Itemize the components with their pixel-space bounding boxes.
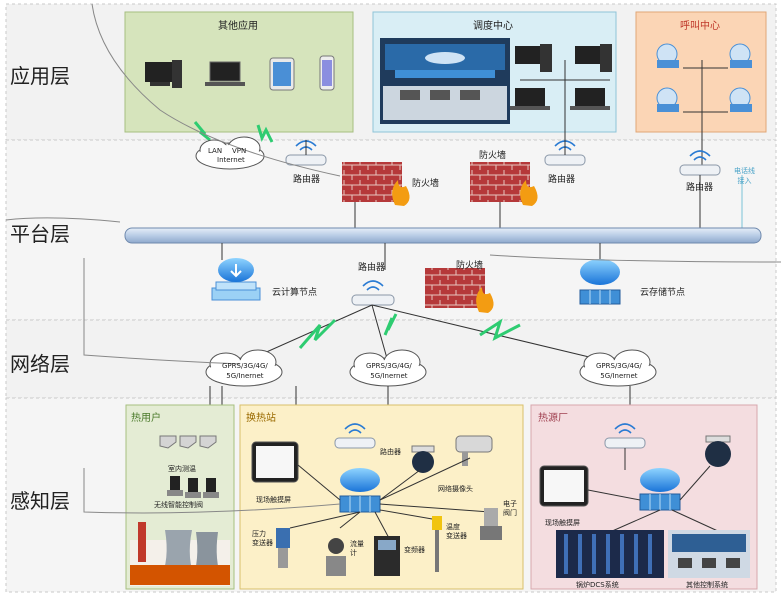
other-control-label: 其他控制系统 — [686, 581, 728, 589]
camera-label: 网络摄像头 — [438, 485, 473, 493]
network-layer-title: 网络层 — [10, 352, 70, 376]
phone-icon — [319, 55, 335, 91]
firewall-label: 防火墙 — [479, 151, 507, 161]
indoor-temp-label: 室内测温 — [168, 465, 196, 473]
control-system-image — [668, 530, 750, 578]
firewall-label: 防火墙 — [456, 261, 484, 271]
other-apps-title: 其他应用 — [218, 21, 258, 32]
network-cloud-icon — [579, 349, 657, 387]
electric-valve-icon — [480, 508, 502, 540]
sensing-layer-title: 感知层 — [10, 489, 70, 513]
dome-camera-icon — [705, 435, 731, 467]
router-label: 路由器 — [380, 448, 401, 456]
wireless-link-icon — [479, 318, 521, 341]
firewall-icon — [470, 162, 538, 206]
app-layer-title: 应用层 — [10, 64, 70, 88]
wireless-link-icon — [383, 313, 398, 336]
cloud-hub-icon — [639, 468, 681, 511]
touchscreen-label: 现场触摸屏 — [256, 496, 291, 504]
valve-icon — [167, 476, 219, 498]
lan-label: LAN — [208, 147, 223, 155]
network-cloud-icon — [349, 349, 427, 387]
touchscreen-icon — [251, 441, 299, 483]
valve-label: 无线智能控制阀 — [154, 501, 203, 509]
call-center-title: 呼叫中心 — [680, 21, 720, 32]
tablet-icon — [269, 57, 295, 91]
cloud-compute-icon — [211, 258, 261, 301]
cloud-storage-label: 云存储节点 — [640, 288, 686, 298]
pressure-transmitter-icon — [276, 528, 290, 568]
dispatch-desktop-icon — [510, 44, 612, 140]
lan-cloud-icon — [195, 136, 265, 170]
heat-source-title: 热源厂 — [538, 413, 568, 424]
phone-line-label: 电话线 接入 — [734, 167, 755, 185]
touchscreen-icon — [539, 465, 589, 507]
server-room-image — [556, 530, 664, 578]
dome-camera-icon — [411, 445, 435, 473]
cloud-hub-icon — [339, 468, 381, 513]
network-camera-icon — [455, 435, 493, 466]
laptop-icon — [205, 61, 245, 86]
router-label: 路由器 — [686, 183, 714, 193]
router-icon — [334, 423, 376, 449]
cloud-compute-label: 云计算节点 — [272, 288, 318, 298]
temp-transmitter-label: 温度 变送器 — [446, 523, 467, 540]
router-icon — [351, 280, 395, 306]
network-cloud-label: GPRS/3G/4G/ 5G/Inernet — [222, 362, 268, 380]
inverter-icon — [374, 536, 400, 576]
desktop-icon — [145, 60, 182, 88]
boiler-label: 锅炉DCS系统 — [576, 581, 619, 589]
inverter-label: 变频器 — [404, 546, 425, 554]
wireless-link-icon — [256, 124, 274, 143]
exchange-title: 换热站 — [246, 413, 276, 424]
router-label: 路由器 — [358, 263, 386, 273]
platform-layer-title: 平台层 — [10, 222, 70, 246]
vpn-label: VPN — [232, 147, 247, 155]
factory-image — [130, 522, 230, 586]
platform-bus — [124, 227, 762, 244]
network-cloud-label: GPRS/3G/4G/ 5G/Inernet — [596, 362, 642, 380]
control-room-image — [380, 38, 510, 124]
flowmeter-label: 流量 计 — [350, 540, 364, 557]
wireless-link-icon — [298, 318, 337, 349]
operator-icons — [656, 43, 752, 170]
internet-label: Internet — [217, 156, 245, 164]
network-cloud-icon — [205, 349, 283, 387]
network-cloud-label: GPRS/3G/4G/ 5G/Inernet — [366, 362, 412, 380]
touchscreen-label: 现场触摸屏 — [545, 519, 580, 527]
dispatch-center-title: 调度中心 — [473, 21, 513, 32]
flowmeter-icon — [326, 538, 346, 576]
cloud-storage-icon — [579, 259, 621, 305]
router-label: 路由器 — [293, 175, 321, 185]
temp-transmitter-icon — [432, 516, 442, 572]
firewall-label: 防火墙 — [412, 179, 440, 189]
firewall-icon — [342, 162, 410, 206]
router-label: 路由器 — [548, 175, 576, 185]
firewall-icon — [425, 268, 494, 313]
pressure-label: 压力 变送器 — [252, 530, 273, 547]
electric-valve-label: 电子 阀门 — [503, 500, 517, 517]
temperature-gun-icon — [159, 435, 217, 449]
heat-user-title: 热用户 — [131, 413, 161, 424]
